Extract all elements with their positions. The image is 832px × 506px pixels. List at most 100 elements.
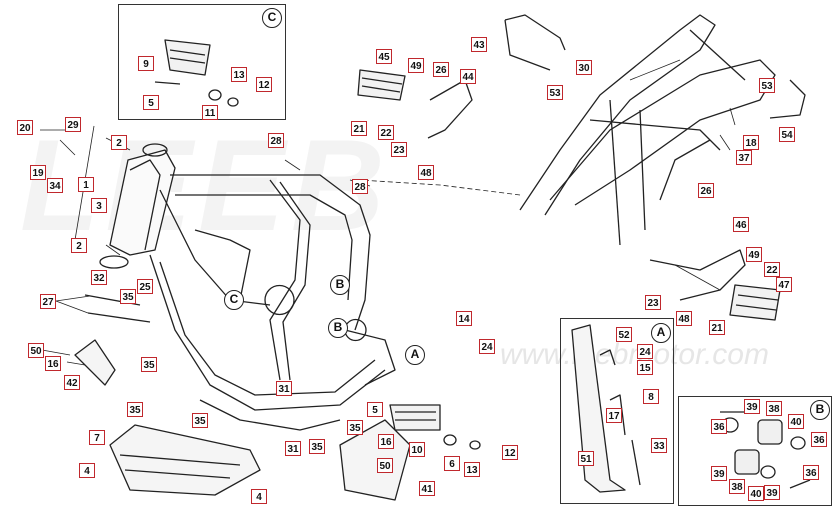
- callout: 4: [251, 489, 267, 504]
- callout: 53: [759, 78, 775, 93]
- callout: 30: [576, 60, 592, 75]
- callout: 7: [89, 430, 105, 445]
- callout: 4: [79, 463, 95, 478]
- callout: 35: [347, 420, 363, 435]
- marker-b: B: [330, 275, 350, 295]
- inset-b-label: B: [810, 400, 830, 420]
- callout: 36: [811, 432, 827, 447]
- callout: 50: [377, 458, 393, 473]
- footpeg-lower: [389, 404, 481, 450]
- subframe: [519, 14, 776, 246]
- marker-b: B: [328, 318, 348, 338]
- callout: 1: [78, 177, 94, 192]
- callout: 45: [376, 49, 392, 64]
- callout: 39: [744, 399, 760, 414]
- marker-a: A: [405, 345, 425, 365]
- callout: 48: [676, 311, 692, 326]
- callout: 53: [547, 85, 563, 100]
- inset-a-box: [560, 318, 674, 504]
- callout: 38: [766, 401, 782, 416]
- callout: 19: [30, 165, 46, 180]
- callout: 16: [45, 356, 61, 371]
- right-peg-parts: [649, 249, 781, 321]
- callout: 35: [120, 289, 136, 304]
- callout: 2: [111, 135, 127, 150]
- callout: 14: [456, 311, 472, 326]
- callout: 9: [138, 56, 154, 71]
- callout: 44: [460, 69, 476, 84]
- callout: 34: [47, 178, 63, 193]
- callout: 22: [378, 125, 394, 140]
- callout: 6: [444, 456, 460, 471]
- callout: 10: [409, 442, 425, 457]
- callout: 49: [746, 247, 762, 262]
- callout: 23: [391, 142, 407, 157]
- callout: 28: [352, 179, 368, 194]
- callout: 16: [378, 434, 394, 449]
- kickstand: [571, 324, 641, 493]
- callout: 54: [779, 127, 795, 142]
- callout: 25: [137, 279, 153, 294]
- callout: 21: [709, 320, 725, 335]
- callout: 41: [419, 481, 435, 496]
- callout: 26: [698, 183, 714, 198]
- callout: 27: [40, 294, 56, 309]
- callout: 5: [367, 402, 383, 417]
- callout: 23: [645, 295, 661, 310]
- callout: 36: [803, 465, 819, 480]
- callout: 39: [764, 485, 780, 500]
- callout: 35: [127, 402, 143, 417]
- marker-c: C: [224, 290, 244, 310]
- callout: 47: [776, 277, 792, 292]
- rider-peg-parts: [357, 14, 806, 139]
- leader-lines: [40, 59, 736, 366]
- callout: 43: [471, 37, 487, 52]
- callout: 38: [729, 479, 745, 494]
- callout: 11: [202, 105, 218, 120]
- inset-c-label: C: [262, 8, 282, 28]
- callout: 28: [268, 133, 284, 148]
- callout: 17: [606, 408, 622, 423]
- callout: 26: [433, 62, 449, 77]
- callout: 46: [733, 217, 749, 232]
- callout: 5: [143, 95, 159, 110]
- callout: 50: [28, 343, 44, 358]
- bushings: [720, 411, 811, 489]
- callout: 35: [192, 413, 208, 428]
- callout: 35: [141, 357, 157, 372]
- inset-a-label: A: [651, 323, 671, 343]
- callout: 33: [651, 438, 667, 453]
- callout: 3: [91, 198, 107, 213]
- callout: 13: [464, 462, 480, 477]
- callout: 40: [748, 486, 764, 501]
- main-frame: [84, 143, 396, 431]
- callout: 15: [637, 360, 653, 375]
- callout: 13: [231, 67, 247, 82]
- inset-c-parts: [154, 39, 239, 107]
- callout: 51: [578, 451, 594, 466]
- callout: 36: [711, 419, 727, 434]
- callout: 49: [408, 58, 424, 73]
- callout: 42: [64, 375, 80, 390]
- callout: 2: [71, 238, 87, 253]
- callout: 31: [285, 441, 301, 456]
- callout: 12: [256, 77, 272, 92]
- callout: 20: [17, 120, 33, 135]
- callout: 39: [711, 466, 727, 481]
- callout: 21: [351, 121, 367, 136]
- callout: 18: [743, 135, 759, 150]
- callout: 24: [637, 344, 653, 359]
- callout: 22: [764, 262, 780, 277]
- callout: 8: [643, 389, 659, 404]
- callout: 40: [788, 414, 804, 429]
- callout: 29: [65, 117, 81, 132]
- callout: 24: [479, 339, 495, 354]
- callout: 32: [91, 270, 107, 285]
- callout: 31: [276, 381, 292, 396]
- watermark-url: www.leebmotor.com: [500, 338, 769, 371]
- callout: 52: [616, 327, 632, 342]
- callout: 12: [502, 445, 518, 460]
- callout: 37: [736, 150, 752, 165]
